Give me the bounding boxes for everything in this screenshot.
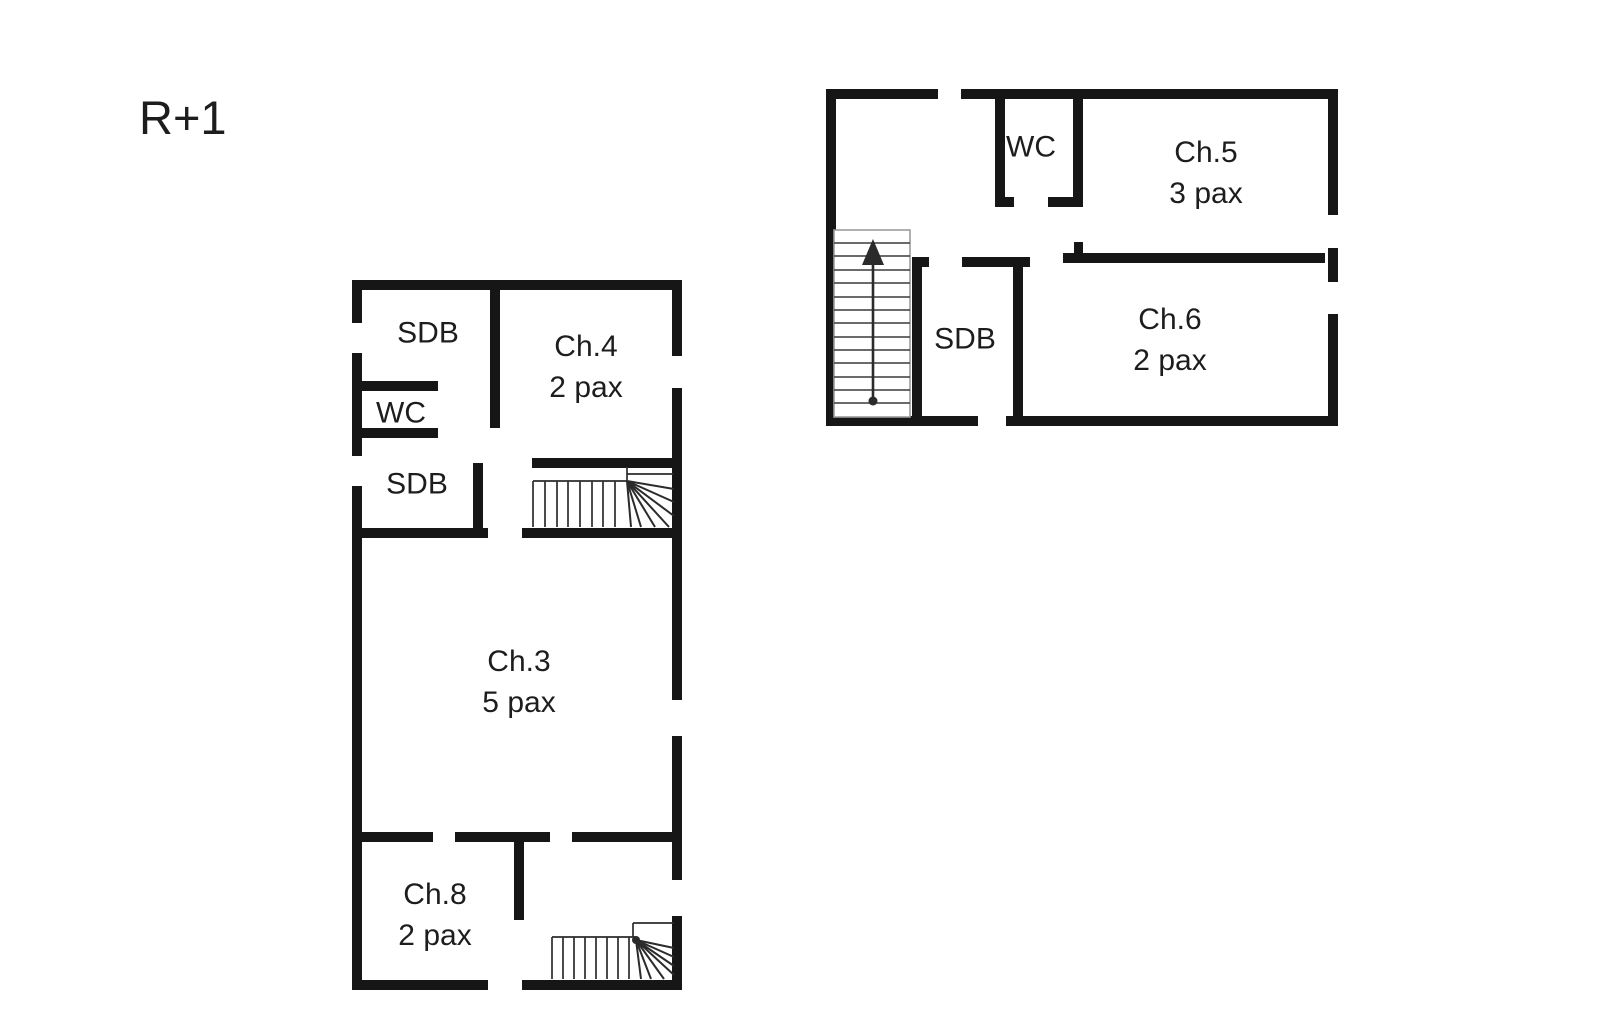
room-name: WC xyxy=(1006,130,1056,164)
room-label-sdb-mid: SDB xyxy=(386,464,448,505)
room-name: SDB xyxy=(397,316,459,350)
room-capacity: 2 pax xyxy=(398,919,472,952)
wall-segment xyxy=(522,528,672,538)
room-capacity: 5 pax xyxy=(482,686,556,719)
wall-segment xyxy=(1013,263,1023,416)
room-capacity: 3 pax xyxy=(1169,177,1243,210)
wall-segment xyxy=(672,280,682,356)
wall-segment xyxy=(572,832,682,842)
floor-title: R+1 xyxy=(139,91,227,144)
room-name: Ch.6 xyxy=(1138,303,1202,336)
wall-segment xyxy=(352,486,362,990)
wall-segment xyxy=(352,280,682,290)
room-capacity: 2 pax xyxy=(549,371,623,404)
room-label-sdb-top: SDB xyxy=(397,313,459,354)
wall-segment xyxy=(362,528,488,538)
wall-segment xyxy=(826,89,938,99)
wall-segment xyxy=(672,736,682,880)
wall-segment xyxy=(962,257,1030,267)
room-name: Ch.3 xyxy=(487,645,551,678)
wall-segment xyxy=(490,290,500,428)
room-name: Ch.8 xyxy=(403,878,467,911)
wall-segment xyxy=(1063,253,1325,263)
wall-segment xyxy=(826,416,978,426)
wall-segment xyxy=(352,353,362,456)
room-name: SDB xyxy=(934,322,996,356)
room-label-ch8: Ch.8 2 pax xyxy=(398,874,471,956)
wall-segment xyxy=(672,916,682,990)
wall-segment xyxy=(912,257,929,267)
staircase-left-upper xyxy=(532,467,675,528)
room-label-ch4: Ch.4 2 pax xyxy=(549,326,622,408)
wall-segment xyxy=(514,832,524,920)
stair-fan xyxy=(626,480,675,528)
wall-segment xyxy=(352,832,433,842)
wall-segment xyxy=(1328,248,1338,282)
room-name: Ch.4 xyxy=(554,330,618,363)
room-label-wc-right: WC xyxy=(1006,127,1056,168)
wall-segment xyxy=(352,980,488,990)
room-label-ch3: Ch.3 5 pax xyxy=(482,641,555,723)
room-name: WC xyxy=(376,396,426,430)
wall-segment xyxy=(455,832,550,842)
wall-segment xyxy=(532,458,672,468)
room-label-ch5: Ch.5 3 pax xyxy=(1169,132,1242,214)
room-label-sdb-right: SDB xyxy=(934,319,996,360)
room-label-ch6: Ch.6 2 pax xyxy=(1133,299,1206,381)
wall-segment xyxy=(1328,89,1338,215)
wall-segment xyxy=(1006,416,1338,426)
wall-segment xyxy=(995,197,1014,207)
wall-segment xyxy=(362,381,438,391)
stair-direction-arrow xyxy=(862,239,884,406)
wall-segment xyxy=(473,463,483,533)
staircase-right xyxy=(833,229,911,418)
wall-segment xyxy=(1074,242,1083,263)
stair-fan xyxy=(635,939,675,980)
wall-segment xyxy=(522,980,682,990)
wall-segment xyxy=(362,428,438,438)
wall-segment xyxy=(995,99,1005,207)
wall-segment xyxy=(672,388,682,700)
staircase-left-lower xyxy=(551,922,675,980)
wall-segment xyxy=(1073,99,1083,207)
room-capacity: 2 pax xyxy=(1133,344,1207,377)
room-name: SDB xyxy=(386,467,448,501)
wall-segment xyxy=(961,89,1338,99)
room-label-wc-left: WC xyxy=(376,393,426,434)
wall-segment xyxy=(826,89,836,426)
wall-segment xyxy=(1328,314,1338,426)
wall-segment xyxy=(1048,197,1083,207)
wall-segment xyxy=(912,257,922,416)
wall-segment xyxy=(352,280,362,323)
room-name: Ch.5 xyxy=(1174,136,1238,169)
